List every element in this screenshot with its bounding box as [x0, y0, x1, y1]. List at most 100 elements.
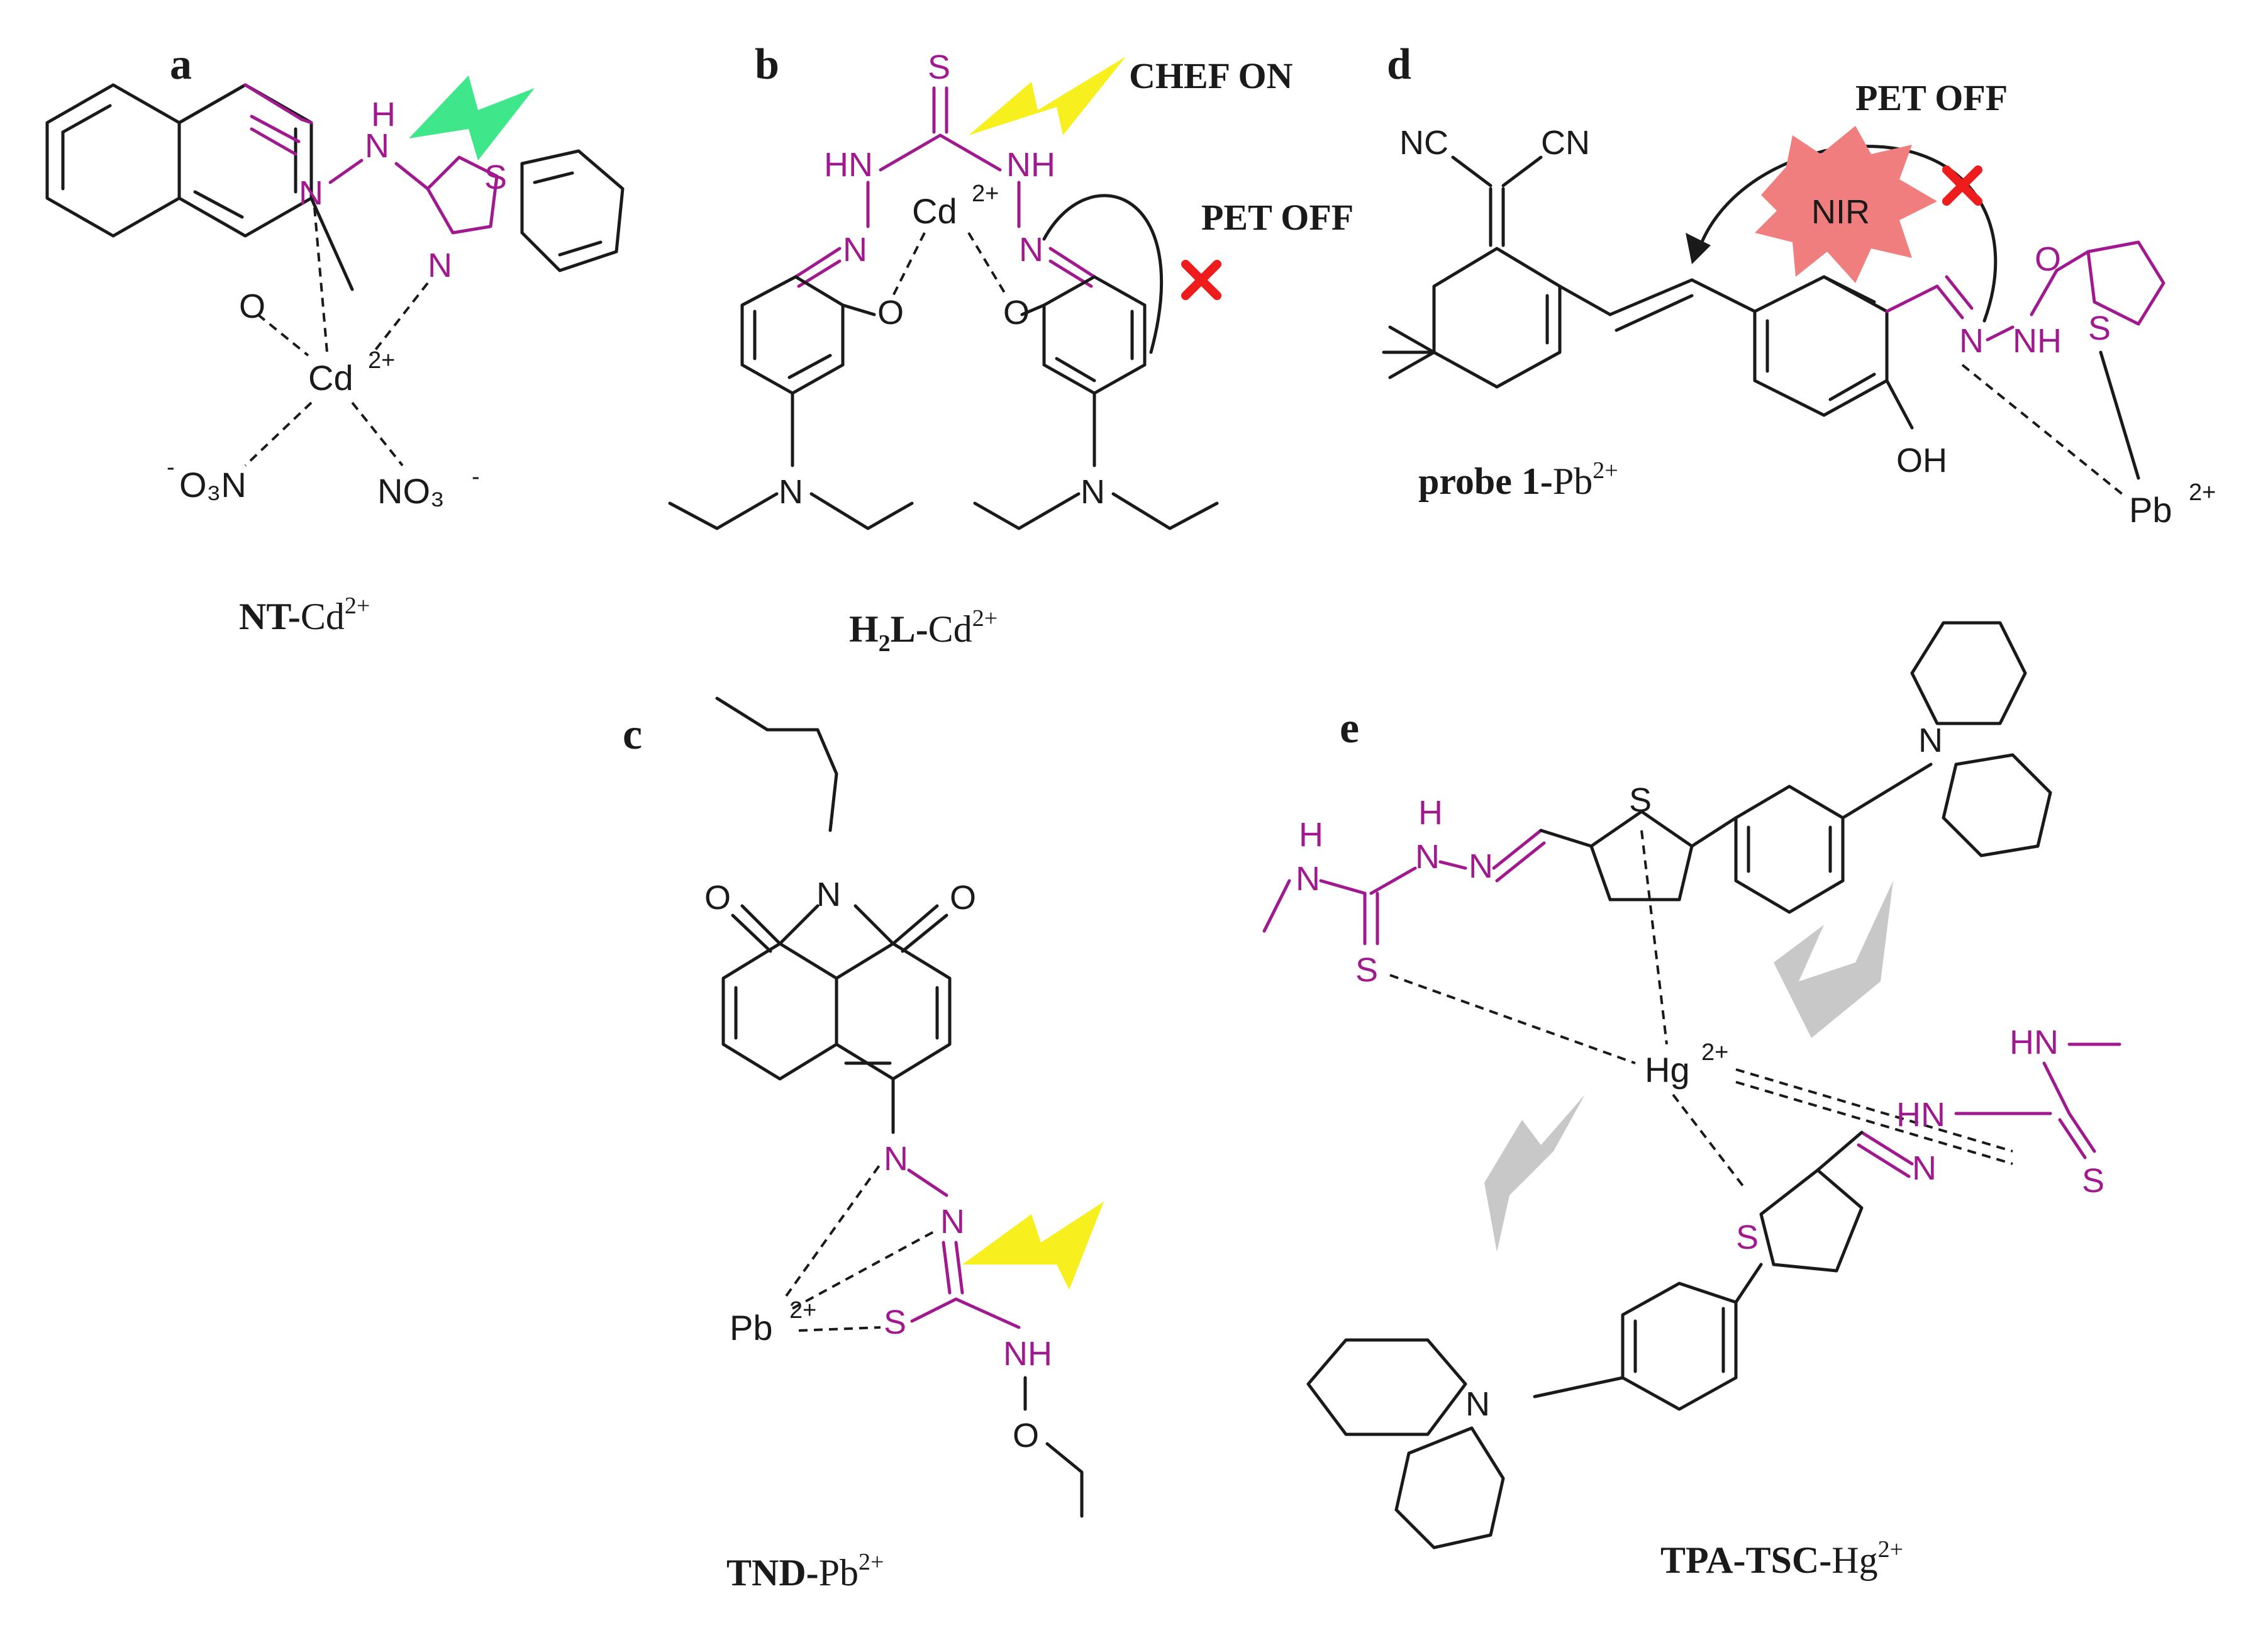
- benzothiazole-ring: [520, 149, 625, 272]
- panel-b: b S HN NH N N Cd 2+ O O N: [668, 40, 1354, 657]
- b-cross-icon: [1181, 260, 1221, 300]
- e-tpa2-ring-a: [1306, 1338, 1467, 1436]
- b-annot-chef: CHEF ON: [1129, 55, 1293, 96]
- e-n-tpa2: N: [1465, 1385, 1490, 1423]
- c-lightning-bolt-icon: [962, 1202, 1104, 1290]
- e-lightning-bolt-bottom-icon: [1484, 1095, 1585, 1252]
- nt-s: S: [484, 159, 507, 196]
- e-s-ring2: S: [1736, 1219, 1759, 1256]
- b-hn: HN: [824, 146, 873, 184]
- e-n-tpa1: N: [1918, 722, 1943, 759]
- panel-b-caption: H2L-Cd2+: [849, 605, 998, 657]
- b-o1: O: [877, 294, 904, 332]
- nitrate2-charge: -: [472, 464, 480, 490]
- c-naph-left: [721, 942, 838, 1081]
- nt-cd-charge: 2+: [368, 347, 395, 374]
- naphthalene-ring-right: [177, 83, 313, 238]
- c-butyl-chain: [715, 696, 838, 832]
- d-cyclohexene: [1432, 247, 1562, 389]
- nir-burst-icon: [1755, 126, 1937, 283]
- panel-a: a N N H S N O Cd 2+: [45, 40, 625, 637]
- panel-d-caption: probe 1-Pb2+: [1418, 457, 1618, 502]
- c-o2: O: [950, 879, 976, 917]
- e-s-thione2: S: [2082, 1162, 2104, 1200]
- c-o3: O: [1013, 1417, 1039, 1454]
- b-annot-pet: PET OFF: [1201, 197, 1354, 238]
- e-lightning-bolt-top-icon: [1774, 881, 1893, 1038]
- d-pb: Pb: [2129, 490, 2172, 530]
- naphthalene-ring-left: [45, 83, 181, 238]
- panel-d: d NC CN OH N NH O S Pb 2+: [1382, 40, 2216, 530]
- d-nc: NC: [1399, 124, 1448, 162]
- panel-c: c N O O N N S NH O Pb 2+ TND-Pb2+: [623, 696, 1104, 1594]
- nt-cd: Cd: [308, 358, 353, 398]
- d-n: N: [1959, 322, 1984, 360]
- panel-e-letter: e: [1340, 704, 1359, 752]
- d-annot-nir: NIR: [1811, 193, 1870, 231]
- panel-e: e H N S H N N S N Hg 2+ HN: [1262, 621, 2121, 1581]
- b-lightning-bolt-icon: [969, 57, 1126, 135]
- e-n3: N: [1469, 847, 1493, 885]
- nitrate1-prefix: -: [167, 454, 175, 481]
- nitrate2: NO₃: [377, 471, 445, 511]
- panel-d-letter: d: [1387, 40, 1411, 89]
- d-cn: CN: [1541, 124, 1590, 162]
- panel-b-letter: b: [755, 40, 779, 89]
- d-annot-pet: PET OFF: [1855, 77, 2008, 118]
- c-n2: N: [940, 1203, 965, 1241]
- b-nh: NH: [1006, 146, 1055, 184]
- b-thione-s: S: [928, 48, 950, 86]
- c-imide-n: N: [816, 876, 841, 913]
- e-phenyl-top: [1734, 784, 1845, 914]
- nt-n3: N: [428, 247, 452, 284]
- e-hn2: HN: [2010, 1024, 2059, 1061]
- panel-c-letter: c: [623, 710, 642, 759]
- b-pet-arc: [1042, 194, 1164, 354]
- e-hg-charge: 2+: [1701, 1039, 1728, 1066]
- d-nh: NH: [2013, 322, 2062, 360]
- c-pb-charge: 2+: [789, 1297, 816, 1324]
- e-n2: N: [1415, 838, 1440, 876]
- c-n1: N: [884, 1140, 908, 1178]
- thiazole-ring: [426, 155, 499, 235]
- panel-e-caption: TPA-TSC-Hg2+: [1660, 1536, 1903, 1581]
- lightning-bolt-icon: [409, 75, 535, 160]
- e-h1: H: [1299, 816, 1323, 854]
- b-cd-charge: 2+: [972, 181, 999, 207]
- b-amine1: N: [779, 473, 803, 511]
- panel-c-caption: TND-Pb2+: [726, 1549, 884, 1594]
- c-nh: NH: [1003, 1335, 1052, 1373]
- b-cd: Cd: [912, 191, 957, 231]
- e-thiophene-bottom: [1759, 1168, 1864, 1273]
- e-hg: Hg: [1645, 1050, 1690, 1090]
- nitrate1: O₃N: [179, 465, 247, 505]
- nt-nh-n: N: [365, 127, 389, 165]
- e-tpa1-ring-a: [1910, 621, 2027, 725]
- panel-a-letter: a: [170, 40, 192, 89]
- e-tpa2-ring-b: [1394, 1426, 1505, 1549]
- panel-a-caption: NT-Cd2+: [239, 593, 370, 637]
- b-n2: N: [1019, 231, 1043, 269]
- e-n4: N: [1912, 1149, 1937, 1187]
- c-o1: O: [704, 879, 731, 917]
- d-o: O: [2035, 240, 2061, 278]
- nt-nh-h: H: [371, 96, 396, 133]
- nt-o: O: [239, 287, 265, 325]
- b-n1: N: [843, 231, 867, 269]
- e-s-thione1: S: [1355, 951, 1378, 989]
- d-pb-charge: 2+: [2189, 479, 2216, 506]
- e-s-ring1: S: [1629, 781, 1652, 819]
- d-oh: OH: [1896, 442, 1947, 479]
- e-hn1-h: H: [1418, 794, 1443, 832]
- d-thiophene: [2086, 240, 2165, 326]
- e-phenyl-bottom: [1621, 1281, 1738, 1411]
- d-cross-icon: [1942, 165, 1982, 206]
- e-n1: N: [1296, 860, 1320, 898]
- c-pb: Pb: [730, 1308, 773, 1348]
- d-s: S: [2088, 310, 2111, 347]
- nt-n1: N: [299, 174, 323, 212]
- c-s: S: [884, 1303, 906, 1341]
- e-tpa1-ring-b: [1942, 753, 2052, 857]
- e-hn3: HN: [1896, 1096, 1945, 1134]
